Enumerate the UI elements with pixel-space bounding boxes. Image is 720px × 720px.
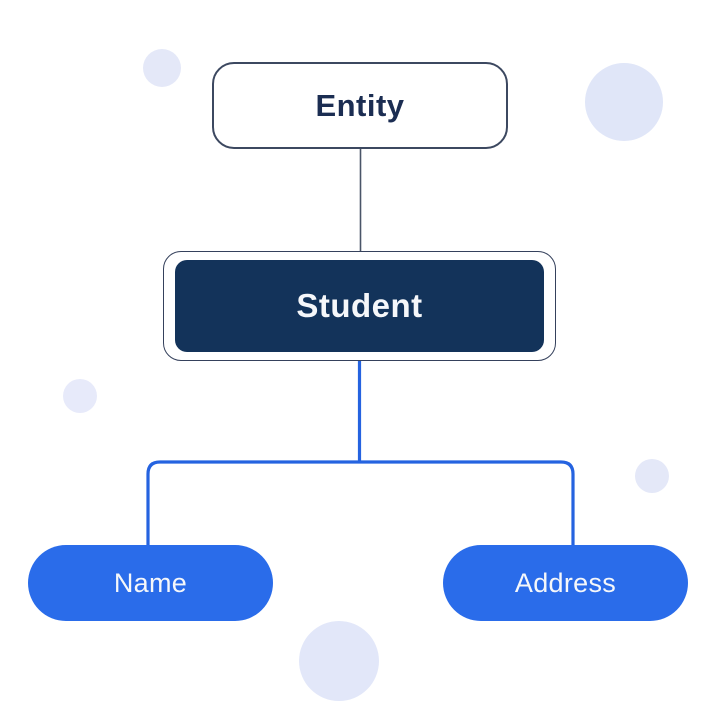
node-entity: Entity [212, 62, 508, 149]
node-entity-label: Entity [315, 87, 405, 123]
node-student-label: Student [296, 287, 423, 324]
decorative-circle [585, 63, 663, 141]
node-attribute-address-label: Address [514, 567, 617, 598]
node-student: Student [163, 251, 556, 361]
node-attribute-name: Name [28, 545, 273, 621]
node-student-inner: Student [175, 260, 544, 352]
decorative-circle [635, 459, 669, 493]
decorative-circle [143, 49, 181, 87]
decorative-circle [299, 621, 379, 701]
node-attribute-address: Address [443, 545, 688, 621]
node-attribute-name-label: Name [113, 567, 188, 598]
decorative-circle [63, 379, 97, 413]
connector-branch-attributes [146, 460, 575, 548]
